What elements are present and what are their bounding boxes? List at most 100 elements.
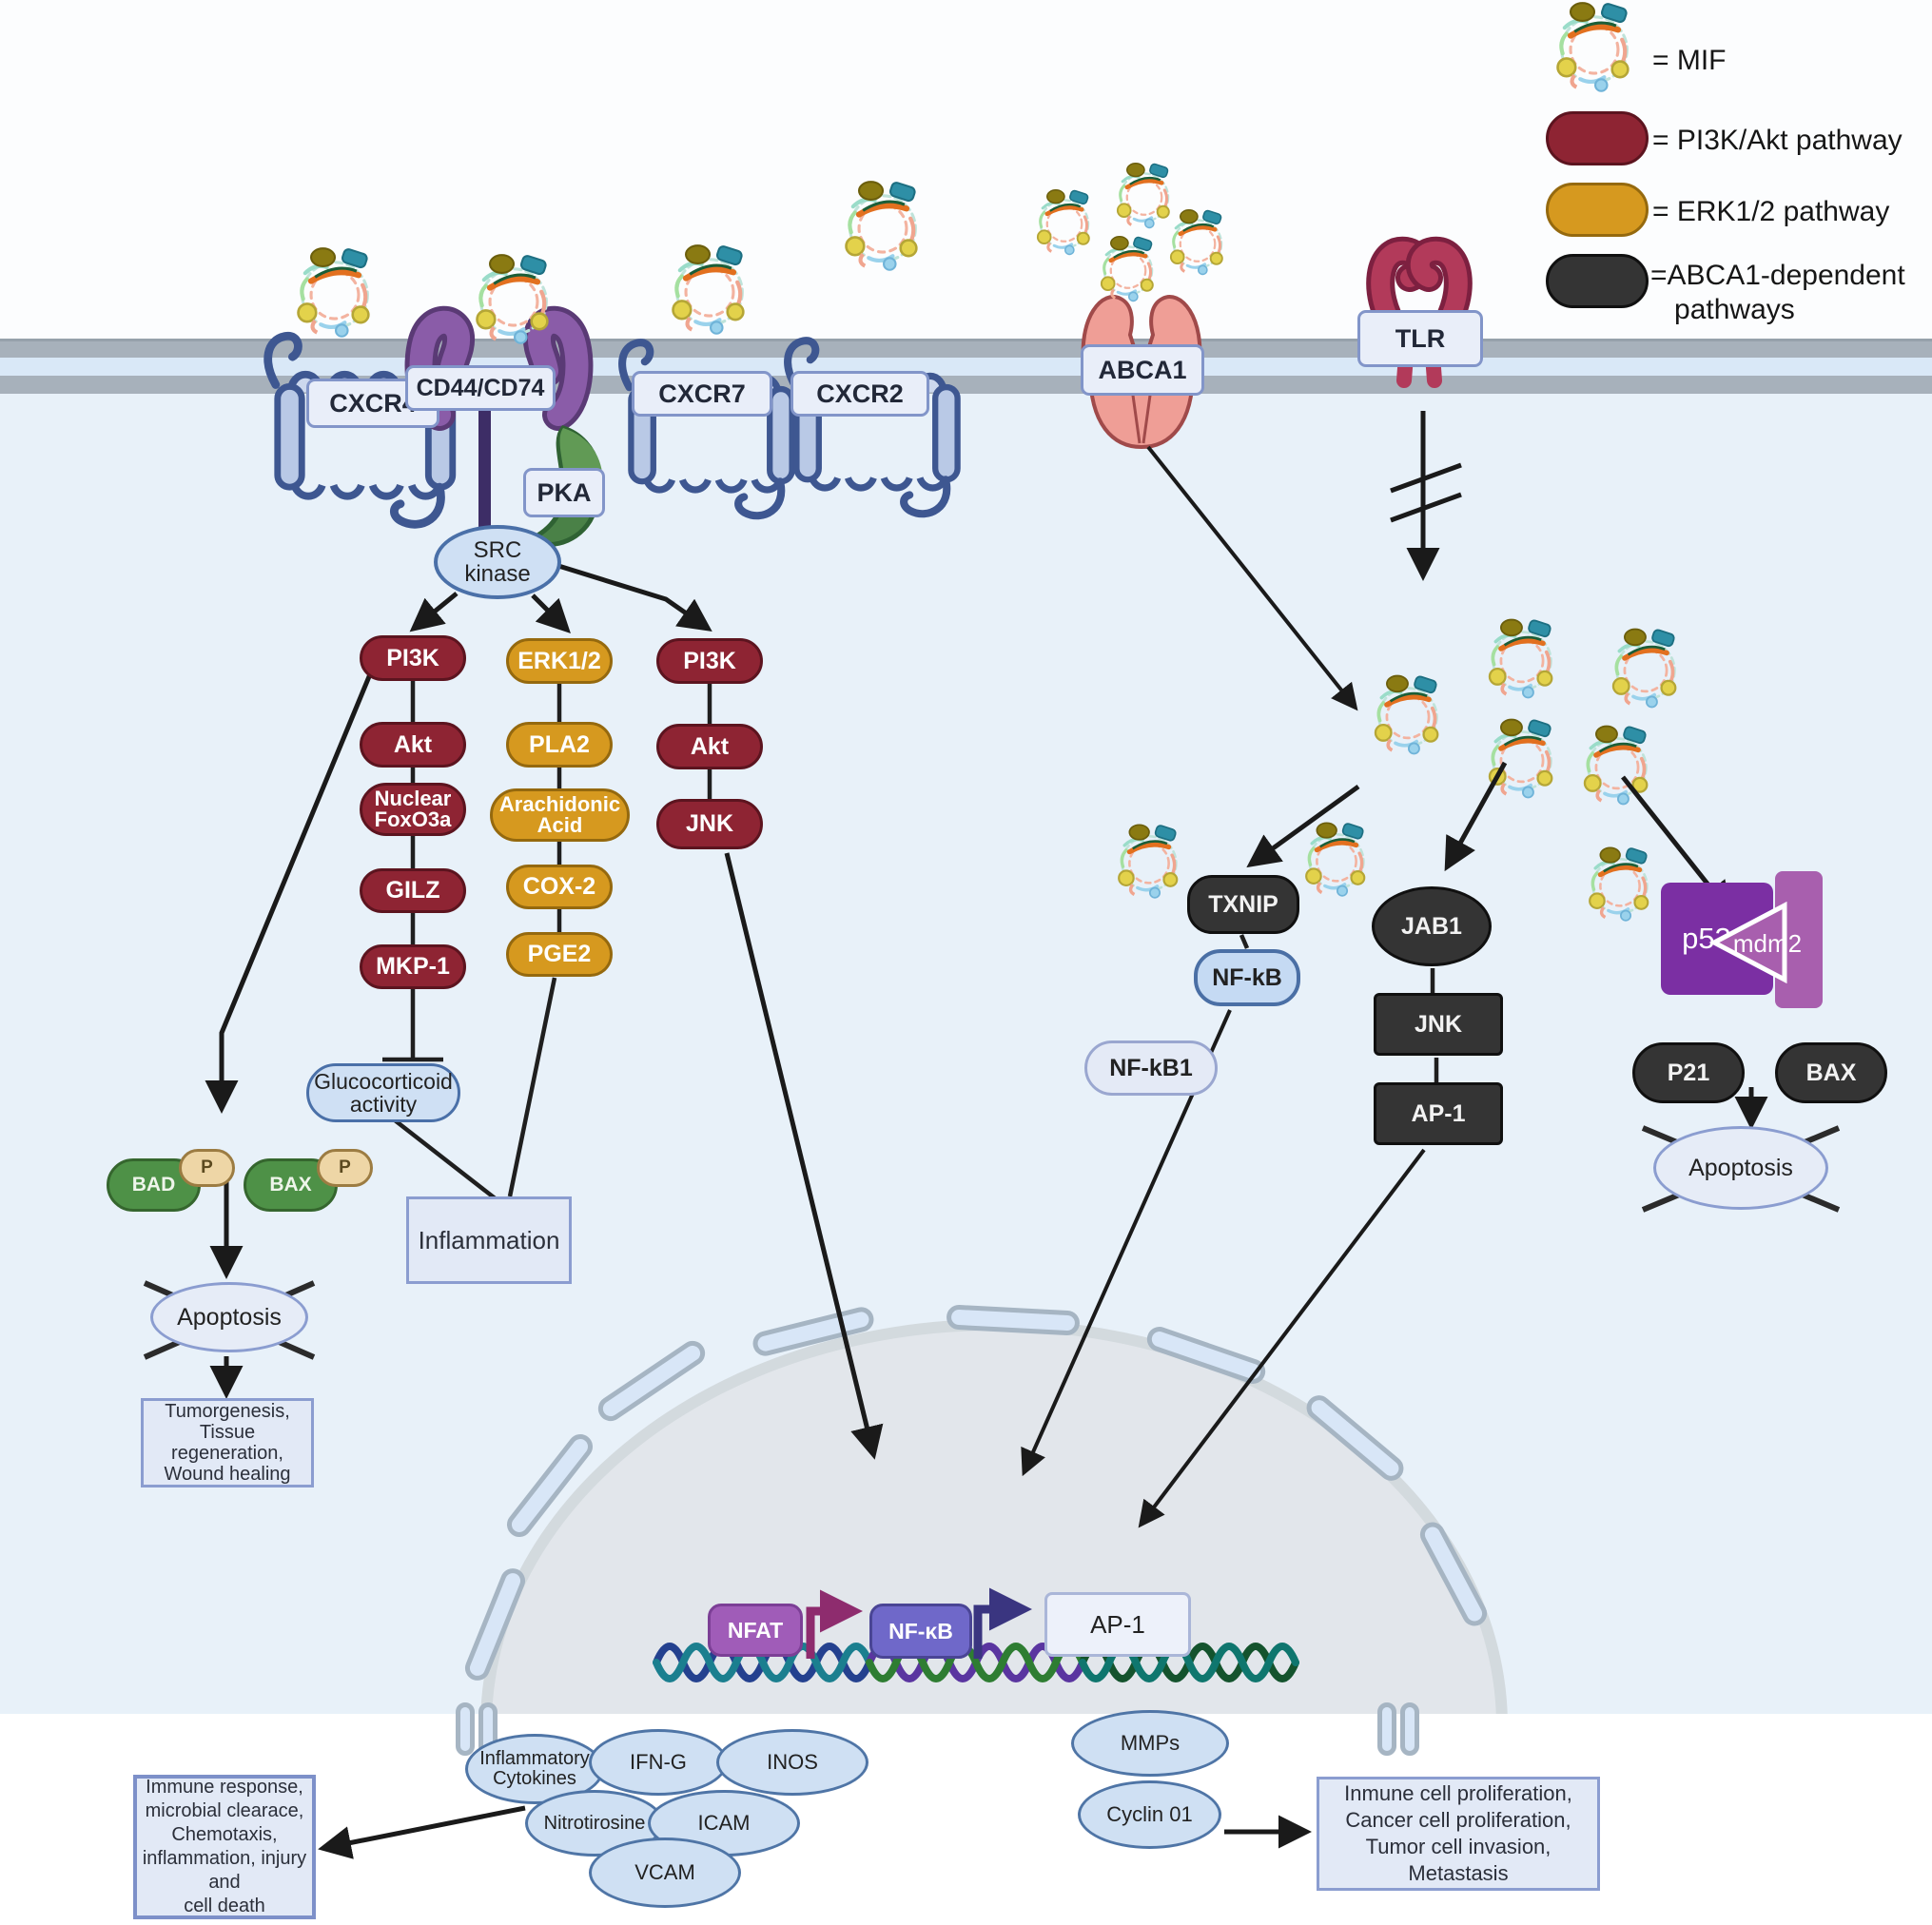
- node-text: PGE2: [527, 941, 592, 967]
- oval-ifng: IFN-G: [589, 1729, 728, 1796]
- node-text: Akt: [690, 732, 730, 760]
- tumorgenesis-text: Tumorgenesis, Tissue regeneration, Wound…: [164, 1401, 291, 1485]
- phospho-text: P: [339, 1157, 351, 1177]
- oval-text: IFN-G: [630, 1750, 687, 1774]
- node-pge2: PGE2: [506, 932, 613, 977]
- tumorgenesis-box: Tumorgenesis, Tissue regeneration, Wound…: [141, 1398, 314, 1488]
- nfkb-text: NF-kB: [1212, 963, 1282, 991]
- inflammation-box: Inflammation: [406, 1196, 572, 1284]
- bax-dark-text: BAX: [1805, 1059, 1857, 1086]
- nuclear-envelope-segment: [456, 1702, 475, 1756]
- bad-text: BAD: [131, 1174, 176, 1196]
- jnk-text: JNK: [1414, 1010, 1462, 1038]
- nfkb-tf-text: NF-κB: [888, 1618, 953, 1643]
- immune-response-text: Immune response, microbial clearace, Che…: [142, 1777, 307, 1916]
- apoptosis-text: Apoptosis: [177, 1303, 282, 1331]
- tlr-text: TLR: [1395, 323, 1446, 353]
- txnip-text: TXNIP: [1208, 890, 1278, 918]
- node-text: GILZ: [385, 877, 440, 904]
- apoptosis-oval-right: Apoptosis: [1653, 1126, 1828, 1210]
- legend-abca1-swatch: [1546, 254, 1649, 308]
- mif-icon: [673, 245, 744, 334]
- node-text: Akt: [393, 730, 433, 758]
- oval-text: Nitrotirosine: [543, 1812, 646, 1834]
- node-erk12: ERK1/2: [506, 638, 613, 684]
- node-text: MKP-1: [376, 953, 450, 980]
- node-text: JNK: [685, 810, 733, 837]
- cxcr2-text: CXCR2: [816, 379, 904, 408]
- mif-icon: [1119, 825, 1177, 898]
- oval-text: INOS: [767, 1750, 818, 1774]
- node-pi3k-left: PI3K: [360, 635, 466, 681]
- oval-inos: INOS: [716, 1729, 868, 1796]
- node-nuclear-foxo3a: Nuclear FoxO3a: [360, 783, 466, 836]
- node-text: Arachidonic Acid: [498, 792, 621, 837]
- apoptosis-text: Apoptosis: [1688, 1154, 1793, 1181]
- nfkb-tf: NF-κB: [869, 1604, 972, 1659]
- glucocorticoid-text: Glucocorticoid activity: [314, 1068, 453, 1117]
- receptor-label-cd44: CD44/CD74: [405, 365, 556, 411]
- ap1-tf: AP-1: [1044, 1592, 1191, 1657]
- node-text: COX-2: [522, 873, 596, 900]
- mif-icon: [1490, 619, 1551, 697]
- nfat-tf: NFAT: [708, 1604, 803, 1657]
- p21-text: P21: [1667, 1059, 1710, 1086]
- abca1-text: ABCA1: [1098, 355, 1187, 384]
- node-text: Nuclear FoxO3a: [374, 787, 452, 831]
- oval-vcam: VCAM: [589, 1838, 741, 1908]
- mif-icon: [1038, 190, 1089, 255]
- node-akt-left: Akt: [360, 722, 466, 768]
- phospho-text: P: [201, 1157, 213, 1177]
- node-text: PLA2: [529, 730, 590, 758]
- node-text: PI3K: [683, 647, 736, 674]
- receptor-label-cxcr7: CXCR7: [632, 371, 772, 417]
- legend-text: = ERK1/2 pathway: [1652, 196, 1890, 227]
- mif-icon: [478, 255, 548, 343]
- node-jnk-right: JNK: [656, 799, 763, 849]
- apoptosis-oval-left: Apoptosis: [150, 1282, 308, 1352]
- mif-icon: [1590, 847, 1648, 921]
- bax-text: BAX: [269, 1174, 312, 1196]
- node-akt-right: Akt: [656, 724, 763, 769]
- src-kinase-node: SRC kinase: [434, 525, 561, 599]
- proliferation-text: Inmune cell proliferation, Cancer cell p…: [1344, 1781, 1572, 1885]
- inflammation-text: Inflammation: [418, 1225, 560, 1254]
- src-kinase-text: SRC kinase: [464, 536, 531, 587]
- receptor-label-cxcr2: CXCR2: [790, 371, 929, 417]
- glucocorticoid-node: Glucocorticoid activity: [306, 1063, 460, 1122]
- oval-text: MMPs: [1120, 1731, 1181, 1755]
- legend-text: = MIF: [1652, 45, 1727, 76]
- crossout-lines: [143, 1125, 1841, 1360]
- legend-erk-label: = ERK1/2 pathway: [1652, 196, 1889, 228]
- node-mkp1: MKP-1: [360, 944, 466, 989]
- cxcr4-text: CXCR4: [329, 388, 417, 418]
- legend-text: = PI3K/Akt pathway: [1652, 125, 1903, 156]
- mif-icon: [1118, 164, 1169, 228]
- phospho-badge: P: [179, 1149, 235, 1187]
- oval-text: Cyclin 01: [1106, 1802, 1193, 1826]
- mif-icon: [847, 182, 917, 270]
- nuclear-envelope-segment: [1400, 1702, 1419, 1756]
- oval-mmps: MMPs: [1071, 1710, 1229, 1777]
- legend-abca1-label: =ABCA1-dependent pathways: [1650, 259, 1905, 327]
- ap1-text: AP-1: [1411, 1099, 1466, 1127]
- txnip-node: TXNIP: [1187, 875, 1299, 934]
- node-text: ERK1/2: [517, 647, 601, 674]
- cxcr2-receptor-icon: [788, 340, 957, 514]
- node-cox2: COX-2: [506, 865, 613, 909]
- pka-label: PKA: [523, 468, 605, 517]
- legend-erk-swatch: [1546, 183, 1649, 237]
- node-text: PI3K: [386, 644, 439, 671]
- oval-text: Inflammatory Cytokines: [479, 1748, 590, 1789]
- receptor-label-tlr: TLR: [1357, 310, 1483, 367]
- cxcr7-text: CXCR7: [658, 379, 746, 408]
- nfkb1-text: NF-kB1: [1109, 1054, 1193, 1081]
- proliferation-box: Inmune cell proliferation, Cancer cell p…: [1317, 1777, 1600, 1891]
- mdm2-label: mdm2: [1718, 926, 1817, 961]
- phospho-badge: P: [317, 1149, 373, 1187]
- mif-icon: [1558, 3, 1629, 91]
- jab1-text: JAB1: [1401, 912, 1462, 940]
- mdm2-text: mdm2: [1732, 928, 1803, 958]
- mif-icon: [1490, 719, 1551, 797]
- node-arachidonic-acid: Arachidonic Acid: [490, 788, 630, 842]
